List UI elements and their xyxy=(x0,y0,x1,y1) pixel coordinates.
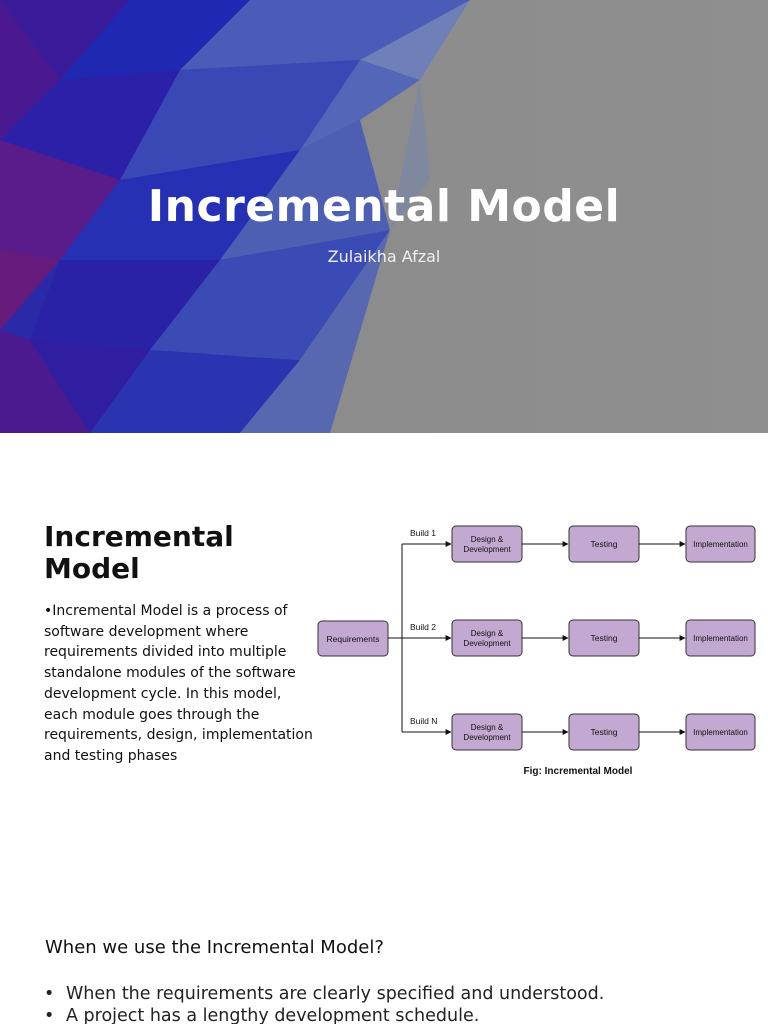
paragraph-line: and testing phases xyxy=(44,747,178,764)
design-development-box xyxy=(451,619,523,657)
usage-slide: When we use the Incremental Model? • When… xyxy=(0,903,768,1024)
bullet-marker-icon: • xyxy=(44,984,55,1004)
implementation-box xyxy=(685,525,756,563)
testing-label: Testing xyxy=(591,633,618,643)
build-row: Build 1 Design &Development Testing Impleme… xyxy=(402,525,756,563)
implementation-label: Implementation xyxy=(693,540,748,549)
testing-label: Testing xyxy=(591,539,618,549)
usage-bullet-list: • When the requirements are clearly speci… xyxy=(44,983,604,1024)
testing-label: Testing xyxy=(591,727,618,737)
build-row: Build 2 Design &Development Testing Impleme… xyxy=(402,619,756,657)
diagram-caption: Fig: Incremental Model xyxy=(524,766,633,777)
implementation-box xyxy=(685,619,756,657)
build-row: Build N Design &Development Testing Impleme… xyxy=(402,713,756,751)
paragraph-line: each module goes through the xyxy=(44,706,260,723)
title-slide: Incremental Model Zulaikha Afzal xyxy=(0,0,768,433)
implementation-label: Implementation xyxy=(693,728,748,737)
polygon-background xyxy=(0,0,470,433)
usage-bullet-text: A project has a lengthy development sche… xyxy=(66,1006,480,1024)
paragraph-line: development cycle. In this model, xyxy=(44,685,282,702)
paragraph-line: software development where xyxy=(44,623,249,640)
description-paragraph: •Incremental Model is a process of softwa… xyxy=(44,601,317,767)
usage-question: When we use the Incremental Model? xyxy=(45,937,384,958)
requirements-label: Requirements xyxy=(327,634,380,644)
design-development-label: Development xyxy=(463,545,511,554)
usage-bullet-text: When the requirements are clearly specif… xyxy=(66,984,605,1004)
implementation-box xyxy=(685,713,756,751)
design-development-label: Design & xyxy=(471,723,504,732)
design-development-label: Design & xyxy=(471,629,504,638)
implementation-label: Implementation xyxy=(693,634,748,643)
build-label: Build 1 xyxy=(410,528,436,538)
paragraph-line: •Incremental Model is a process of xyxy=(44,603,288,619)
content-slide: Incremental Model •Incremental Model is … xyxy=(0,433,768,903)
paragraph-line: requirements, design, implementation xyxy=(44,727,313,744)
design-development-box xyxy=(451,525,523,563)
paragraph-line: requirements divided into multiple xyxy=(44,644,287,661)
build-label: Build 2 xyxy=(410,622,436,632)
design-development-label: Development xyxy=(463,639,511,648)
usage-bullet-item: • A project has a lengthy development sch… xyxy=(44,1005,604,1024)
usage-bullet-item: • When the requirements are clearly speci… xyxy=(44,983,604,1005)
paragraph-line: standalone modules of the software xyxy=(44,665,296,682)
design-development-box xyxy=(451,713,523,751)
design-development-label: Development xyxy=(463,733,511,742)
slide-author: Zulaikha Afzal xyxy=(327,247,441,266)
slide-title: Incremental Model xyxy=(147,181,621,232)
bullet-marker-icon: • xyxy=(44,1006,55,1024)
build-label: Build N xyxy=(410,716,437,726)
slide-heading: Incremental Model xyxy=(44,520,234,585)
design-development-label: Design & xyxy=(471,535,504,544)
